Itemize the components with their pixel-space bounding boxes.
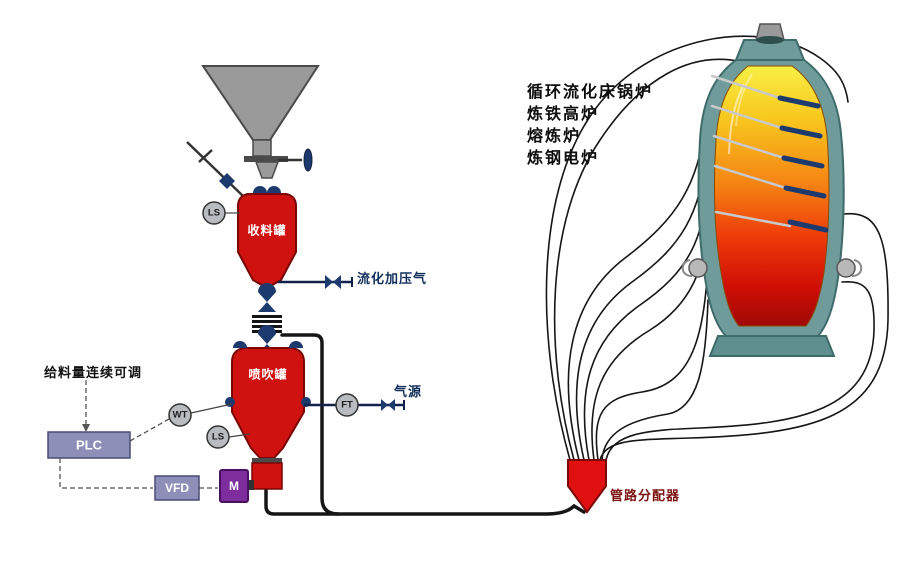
conveying-line [601, 299, 709, 461]
gas-source-valve-icon [381, 399, 395, 411]
receiver-top-valve-icon [253, 186, 281, 193]
fluidizing-gas-label: 流化加压气 [357, 271, 428, 286]
conveying-line [553, 58, 743, 461]
injection-vessel [231, 347, 305, 459]
conveying-line [567, 119, 707, 461]
furnace-application-list: 循环流化床锅炉 炼铁高炉 熔炼炉 炼钢电炉 [527, 82, 653, 170]
injection-shoulder-nozzle-left [233, 341, 247, 348]
lance-flange [198, 149, 213, 163]
motor-box [219, 469, 249, 503]
furnace-application-item: 循环流化床锅炉 [527, 84, 654, 101]
intervessel-valve1-dome [258, 283, 276, 292]
furnace-trunnion-right [836, 258, 856, 278]
vfd-box [154, 475, 200, 501]
lance [712, 134, 786, 160]
hopper-neck [252, 139, 272, 157]
control-signal-lines [59, 380, 218, 489]
conveying-pipe-fan [545, 35, 889, 461]
motor-shaft [246, 480, 254, 490]
tuyere [783, 185, 827, 199]
feed-system [47, 65, 607, 514]
flame-sheen [728, 83, 745, 155]
bottom-conveying-pipe [264, 488, 586, 516]
feed-note-arrowhead [82, 424, 90, 432]
furnace-application-item: 炼钢电炉 [527, 150, 600, 167]
tuyere [781, 155, 825, 169]
lance [710, 104, 784, 130]
wt-label: WT [172, 409, 188, 421]
pipe-distributor [567, 459, 607, 514]
discharge-flange [252, 458, 282, 463]
furnace-application-item: 炼铁高炉 [527, 106, 600, 123]
furnace-trunnion-left [688, 258, 708, 278]
receiver-vessel [237, 193, 297, 290]
ls-bottom-instrument [206, 425, 230, 449]
pressure-balance-pipe [280, 333, 340, 516]
ls-bottom-label: LS [211, 431, 225, 443]
hopper-outlet [254, 161, 280, 179]
lance [714, 210, 792, 228]
injection-vessel-label: 喷吹罐 [248, 367, 288, 382]
plc-box [47, 431, 131, 459]
rotary-feeder [251, 462, 283, 490]
lance [710, 74, 782, 100]
ls-top-instrument [202, 201, 226, 225]
furnace-throat-opening [756, 36, 784, 44]
gas-source-label: 气源 [394, 384, 423, 399]
trunnion-hook-right [851, 259, 863, 277]
injection-shoulder-nozzle-right [289, 341, 303, 348]
ls-top-label: LS [207, 207, 221, 219]
ft-instrument [335, 393, 359, 417]
intervessel-valve1-icon [258, 292, 276, 312]
conveying-line [605, 281, 875, 461]
inlet-lance-pipe [186, 141, 244, 197]
tuyere [787, 219, 829, 233]
wt-instrument [168, 403, 192, 427]
main-conveying-pipes [264, 333, 586, 516]
trunnion-hook-left [681, 259, 693, 277]
feed-note-label: 给料量连续可调 [44, 365, 143, 380]
furnace-application-item: 熔炼炉 [527, 128, 582, 145]
receiver-vessel-label: 收料罐 [247, 223, 287, 238]
fluidizing-valve-icon [325, 275, 341, 289]
lance-valve-icon [219, 173, 235, 189]
feed-hopper [201, 65, 320, 141]
ft-label: FT [341, 399, 353, 411]
tuyere [779, 125, 823, 139]
furnace-base [708, 335, 836, 357]
vfd-label: VFD [165, 481, 189, 495]
conveying-line [545, 35, 849, 461]
lance [713, 164, 788, 190]
conveying-line [575, 149, 708, 461]
plc-label: PLC [76, 437, 102, 453]
intervessel-valve2-dome [258, 325, 276, 334]
conveying-line [599, 212, 889, 461]
wt-leader [190, 403, 233, 414]
hopper-flange [244, 156, 288, 162]
ls-bottom-leader [228, 433, 251, 438]
motor-label: M [229, 479, 239, 493]
conveying-line [595, 239, 710, 461]
flame-sheen [735, 73, 753, 127]
injection-lances [710, 74, 829, 233]
distributor-label: 管路分配器 [610, 488, 681, 503]
tuyere [777, 95, 821, 109]
handwheel-icon [303, 148, 313, 172]
furnace [681, 23, 863, 357]
